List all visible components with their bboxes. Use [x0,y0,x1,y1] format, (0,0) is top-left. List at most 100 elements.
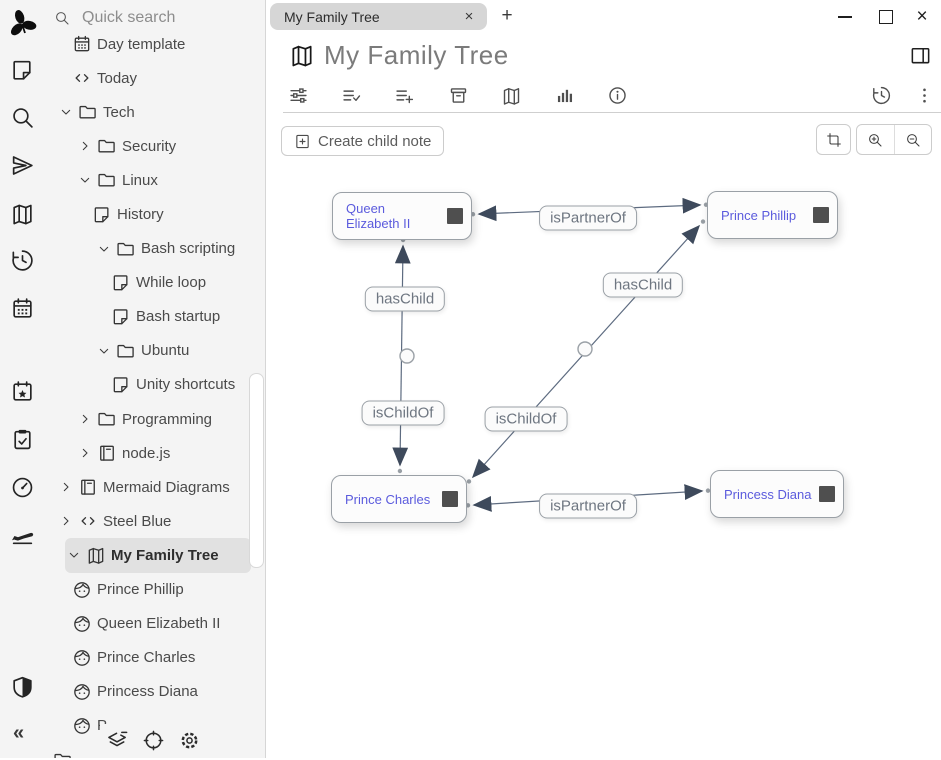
tab-my-family-tree[interactable]: My Family Tree × [270,3,487,30]
relation-label-haschild[interactable]: hasChild [364,286,446,312]
ribbon-dots-vertical-icon[interactable] [914,85,935,106]
relation-label-ispartnerof[interactable]: isPartnerOf [539,493,637,519]
create-child-note-button[interactable]: Create child note [281,126,445,156]
ribbon-map-icon[interactable] [501,85,522,106]
rail-map-icon[interactable] [10,201,35,226]
rail-send-icon[interactable] [10,153,35,178]
relation-label-ispartnerof[interactable]: isPartnerOf [539,205,637,231]
tree-item-security[interactable]: Security [45,129,265,163]
expander-right-icon[interactable] [57,513,75,529]
map-node-prince-phillip[interactable]: Prince Phillip [707,191,838,239]
expander-down-icon[interactable] [57,104,75,120]
rail-shield-icon[interactable] [10,675,35,700]
zoom-out-button[interactable] [895,125,932,154]
rail-calendar-star-icon[interactable] [10,379,35,404]
quick-search[interactable]: Quick search [45,0,265,36]
tree-item-label: Steel Blue [103,512,172,530]
rail-search-icon[interactable] [10,105,35,130]
tab-close-icon[interactable]: × [464,7,474,25]
ribbon-list-check-icon[interactable] [341,85,362,106]
relation-map[interactable]: isPartnerOf hasChild isChildOf hasChild isCh… [266,160,941,758]
expander-down-icon[interactable] [65,547,83,563]
ribbon-archive-icon[interactable] [448,85,469,106]
tree-scrollbar[interactable] [249,373,264,568]
rail-plane-icon[interactable] [10,523,35,548]
tree-item-bash-startup[interactable]: Bash startup [45,300,265,334]
tree-item-while-loop[interactable]: While loop [45,266,265,300]
expander-right-icon[interactable] [76,411,94,427]
note-plus-icon [294,133,311,150]
tree-item-prince-phillip[interactable]: Prince Phillip [45,573,265,607]
node-drag-handle[interactable] [819,486,835,502]
ribbon-info-icon[interactable] [607,85,628,106]
rail-calendar-icon[interactable] [10,296,35,321]
map-node-prince-charles[interactable]: Prince Charles [331,475,467,523]
ribbon-list-plus-icon[interactable] [394,85,415,106]
rail-clipboard-check-icon[interactable] [10,427,35,452]
map-node-title[interactable]: Prince Charles [345,491,431,507]
map-node-princess-diana[interactable]: Princess Diana [710,470,844,518]
tree-item-day-template[interactable]: Day template [45,27,265,61]
tree-item-unity-shortcuts[interactable]: Unity shortcuts [45,368,265,402]
tree-item-prince-charles[interactable]: Prince Charles [45,641,265,675]
expander-down-icon[interactable] [95,343,113,359]
expander-down-icon[interactable] [76,172,94,188]
tree-item-steel-blue[interactable]: Steel Blue [45,504,265,538]
relation-label-ischildof[interactable]: isChildOf [484,406,568,432]
tree-item-linux[interactable]: Linux [45,163,265,197]
map-node-title[interactable]: Queen Elizabeth II [346,201,411,231]
node-drag-handle[interactable] [447,208,463,224]
expander-right-icon[interactable] [76,445,94,461]
tree-item-hidden[interactable] [45,743,265,758]
relation-label-haschild[interactable]: hasChild [602,272,684,298]
folder-icon [97,409,117,429]
map-node-title[interactable]: Prince Phillip [721,207,797,223]
new-tab-button[interactable]: + [501,5,513,26]
tree-item-programming[interactable]: Programming [45,402,265,436]
expander-right-icon[interactable] [76,138,94,154]
tree-item-mermaid-diagrams[interactable]: Mermaid Diagrams [45,470,265,504]
map-node-title[interactable]: Princess Diana [724,486,812,502]
node-drag-handle[interactable] [813,207,829,223]
tree-item-tech[interactable]: Tech [45,95,265,129]
tree-item-queen-elizabeth-ii[interactable]: Queen Elizabeth II [45,607,265,641]
ribbon-history-icon[interactable] [871,85,892,106]
quick-search-placeholder: Quick search [82,9,176,26]
toggle-right-pane-icon[interactable] [909,44,932,67]
relation-label-ischildof[interactable]: isChildOf [361,400,445,426]
rail-logo-icon[interactable] [6,7,38,39]
code-icon [72,68,92,88]
expander-down-icon[interactable] [95,241,113,257]
person-icon [72,716,92,736]
rail-gauge-icon[interactable] [10,475,35,500]
folder-icon [116,239,136,259]
tree-item-princess-diana[interactable]: Princess Diana [45,675,265,709]
tree-item-ubuntu[interactable]: Ubuntu [45,334,265,368]
map-node-queen-elizabeth[interactable]: Queen Elizabeth II [332,192,472,240]
target-icon[interactable] [142,729,165,752]
ribbon-sliders-icon[interactable] [288,85,309,106]
tree-item-label: Prince Charles [97,649,196,667]
relation-map-canvas[interactable]: Create child note isPartnerOf hasChild isC… [266,113,941,758]
tree-item-node-js[interactable]: node.js [45,436,265,470]
gear-icon[interactable] [178,729,201,752]
rail-new-note-icon[interactable] [10,58,35,83]
expander-right-icon[interactable] [57,479,75,495]
ribbon-bar-chart-icon[interactable] [554,85,575,106]
rail-history-icon[interactable] [10,248,35,273]
window-minimize-button[interactable] [834,6,856,28]
zoom-in-button[interactable] [857,125,895,154]
layers-minus-icon[interactable] [106,729,129,752]
note-icon [92,205,112,225]
reset-pan-zoom-button[interactable] [816,124,851,155]
collapse-sidebar-button[interactable]: « [13,722,25,744]
tree-item-today[interactable]: Today [45,61,265,95]
tree-item-history[interactable]: History [45,197,265,231]
tree-item-bash-scripting[interactable]: Bash scripting [45,232,265,266]
window-close-button[interactable]: × [916,6,928,27]
note-title: My Family Tree [324,40,509,70]
node-drag-handle[interactable] [442,491,458,507]
tree-item-my-family-tree[interactable]: My Family Tree [65,538,251,573]
tree-item-label: Day template [97,35,186,53]
window-maximize-button[interactable] [875,6,897,28]
